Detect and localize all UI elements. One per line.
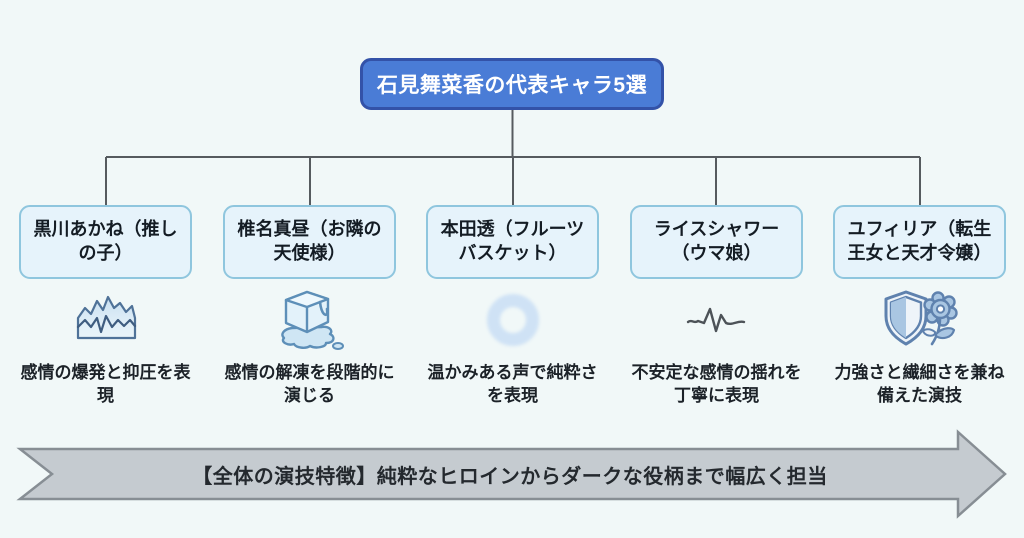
character-name: 椎名真昼（お隣の天使様） xyxy=(237,219,382,263)
icon-area xyxy=(686,279,748,361)
title-node: 石見舞菜香の代表キャラ5選 xyxy=(360,58,664,110)
emotion-waveform-icon xyxy=(76,295,136,340)
character-name-box: ライスシャワー（ウマ娘） xyxy=(630,205,803,279)
summary-text: 【全体の演技特徴】純粋なヒロインからダークな役柄まで幅広く担当 xyxy=(192,465,828,488)
pulse-line-icon xyxy=(686,307,745,333)
character-column: 黒川あかね（推しの子） 感情の爆発と抑圧を表現 xyxy=(19,205,192,408)
character-name: ライスシャワー（ウマ娘） xyxy=(653,219,780,263)
character-name: ユフィリア（転生王女と天才令嬢） xyxy=(847,219,992,263)
character-column: ライスシャワー（ウマ娘） 不安定な感情の揺れを丁寧に表現 xyxy=(630,205,803,408)
soft-ring-icon xyxy=(486,294,539,346)
tree-connectors xyxy=(105,110,921,207)
character-name-box: ユフィリア（転生王女と天才令嬢） xyxy=(833,205,1006,279)
icon-area xyxy=(880,279,960,361)
icon-area xyxy=(272,279,348,361)
shield-flower-icon xyxy=(884,290,958,346)
character-description: 不安定な感情の揺れを丁寧に表現 xyxy=(631,363,802,406)
summary-arrow-banner xyxy=(16,429,1007,519)
character-column: ユフィリア（転生王女と天才令嬢） 力強さと繊細さを兼ね備えた演技 xyxy=(833,205,1006,408)
arrow-ribbon-shape xyxy=(16,429,1007,519)
character-name: 黒川あかね（推しの子） xyxy=(33,219,178,263)
character-column: 椎名真昼（お隣の天使様） 感情の解凍を段階的に演じる xyxy=(223,205,396,408)
icon-area xyxy=(486,279,539,361)
character-description: 感情の解凍を段階的に演じる xyxy=(224,363,395,406)
character-name-box: 本田透（フルーツバスケット） xyxy=(426,205,599,279)
icon-area xyxy=(72,279,140,361)
character-name-box: 椎名真昼（お隣の天使様） xyxy=(223,205,396,279)
character-name-box: 黒川あかね（推しの子） xyxy=(19,205,192,279)
melting-ice-icon xyxy=(280,290,344,350)
character-description: 力強さと繊細さを兼ね備えた演技 xyxy=(834,363,1005,406)
page-title: 石見舞菜香の代表キャラ5選 xyxy=(376,74,648,97)
character-name: 本田透（フルーツバスケット） xyxy=(440,219,585,263)
character-description: 温かみある声で純粋さを表現 xyxy=(427,363,598,406)
character-description: 感情の爆発と抑圧を表現 xyxy=(20,363,191,406)
character-column: 本田透（フルーツバスケット） 温かみある声で純粋さを表現 xyxy=(426,205,599,408)
